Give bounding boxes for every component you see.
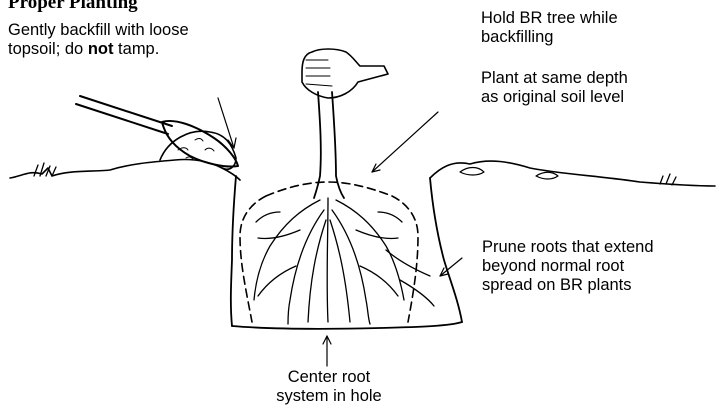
backfill-mound bbox=[160, 131, 236, 169]
label-plant-depth: Plant at same depth as original soil lev… bbox=[481, 69, 628, 107]
hole-bottom bbox=[232, 322, 462, 329]
label-center-line1: Center root bbox=[273, 368, 385, 387]
label-prune-line2: beyond normal root bbox=[482, 257, 654, 276]
soil-clumps-right bbox=[460, 168, 558, 180]
shovel-handle bbox=[76, 104, 168, 134]
label-prune-line1: Prune roots that extend bbox=[482, 238, 654, 257]
label-depth-line2: as original soil level bbox=[481, 88, 628, 107]
ground-surface-right bbox=[430, 161, 715, 186]
label-backfill-line2-end: tamp. bbox=[113, 40, 159, 58]
hole-wall-left bbox=[231, 176, 236, 326]
label-prune-line3: spread on BR plants bbox=[482, 276, 654, 295]
hand bbox=[302, 49, 388, 98]
label-center-line2: system in hole bbox=[273, 387, 385, 406]
label-hold-line2: backfilling bbox=[481, 28, 618, 47]
label-backfill-line2-emphasis: not bbox=[88, 40, 114, 58]
label-hold-tree: Hold BR tree while backfilling bbox=[481, 9, 618, 47]
grass-tuft-left bbox=[34, 163, 56, 176]
label-backfill-line2: topsoil; do not tamp. bbox=[8, 40, 189, 59]
label-backfill-line1: Gently backfill with loose bbox=[8, 21, 189, 40]
label-hold-line1: Hold BR tree while bbox=[481, 9, 618, 28]
label-prune-roots: Prune roots that extend beyond normal ro… bbox=[482, 238, 654, 295]
label-depth-line1: Plant at same depth bbox=[481, 69, 628, 88]
hole-wall-right bbox=[430, 178, 462, 322]
label-backfill-line2-start: topsoil; do bbox=[8, 40, 88, 58]
tree-roots bbox=[254, 198, 434, 324]
label-backfill: Gently backfill with loose topsoil; do n… bbox=[8, 21, 189, 59]
arrow-depth bbox=[372, 112, 438, 172]
label-center-root: Center root system in hole bbox=[273, 368, 385, 406]
